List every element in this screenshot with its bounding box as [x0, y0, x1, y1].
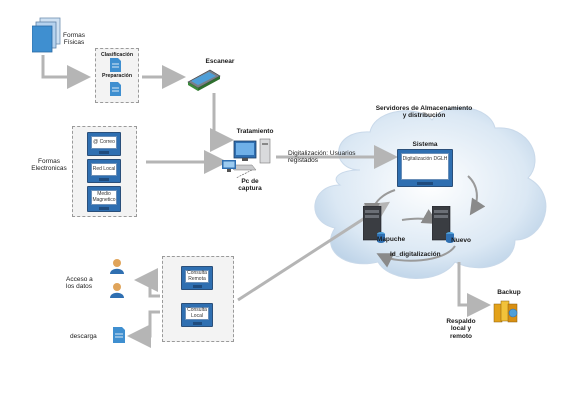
email-monitor: @ Correo [87, 132, 121, 156]
download-label: descarga [70, 333, 97, 340]
local-network-label: Red Local [91, 163, 117, 176]
magnetic-media-label: Medio Magnetico [91, 190, 117, 205]
physical-forms-label: Formas Físicas [62, 32, 86, 47]
backup-description: Respaldo local y remoto [446, 318, 476, 340]
classification-label: Clasificación [100, 52, 133, 58]
download-doc-icon [113, 327, 125, 343]
scan-label: Escanear [205, 58, 235, 65]
digitization-users-label: Digitalización: Usuarios registados [288, 150, 356, 165]
servers-title: Servidores de Almacenamiento y distribuc… [375, 105, 473, 120]
data-access-label: Acceso a los datos [66, 276, 93, 291]
processing-label: Tratamiento [236, 128, 274, 135]
user-icon-top [110, 258, 124, 274]
system-screen-label: Digitalización DGLH [401, 153, 449, 180]
remote-query-monitor: Consulta Remota [181, 266, 213, 290]
nuevo-server-icon [432, 206, 454, 244]
flow-arrows [41, 55, 491, 348]
remote-query-label: Consulta Remota [185, 270, 209, 283]
electronic-forms-label: Formas Electronicas [31, 158, 67, 173]
system-monitor: Digitalización DGLH [397, 149, 453, 187]
pc-capture-label: Pc de captura [238, 178, 262, 193]
preparation-label: Preparación [102, 73, 132, 79]
backup-label: Backup [497, 289, 521, 296]
mapuche-server-icon [363, 206, 385, 244]
physical-forms-icon [32, 16, 64, 54]
preparation-doc-icon [110, 82, 121, 96]
nuevo-label: Nuevo [451, 237, 471, 244]
scanner-icon [186, 66, 222, 92]
id-digitization-label: Id_digitalización [390, 251, 441, 258]
mapuche-label: Mapuche [376, 236, 406, 243]
email-label: @ Correo [91, 136, 117, 149]
mini-monitor-icon [222, 160, 236, 173]
local-network-monitor: Red Local [87, 159, 121, 183]
classification-doc-icon [110, 58, 121, 72]
backup-icon [492, 298, 520, 324]
magnetic-media-monitor: Medio Magnetico [87, 186, 121, 212]
local-query-monitor: Consulta Local [181, 303, 213, 327]
system-label: Sistema [412, 141, 438, 148]
pc-capture-icon [230, 137, 274, 173]
local-query-label: Consulta Local [185, 307, 209, 320]
user-icon-bottom [110, 282, 124, 298]
